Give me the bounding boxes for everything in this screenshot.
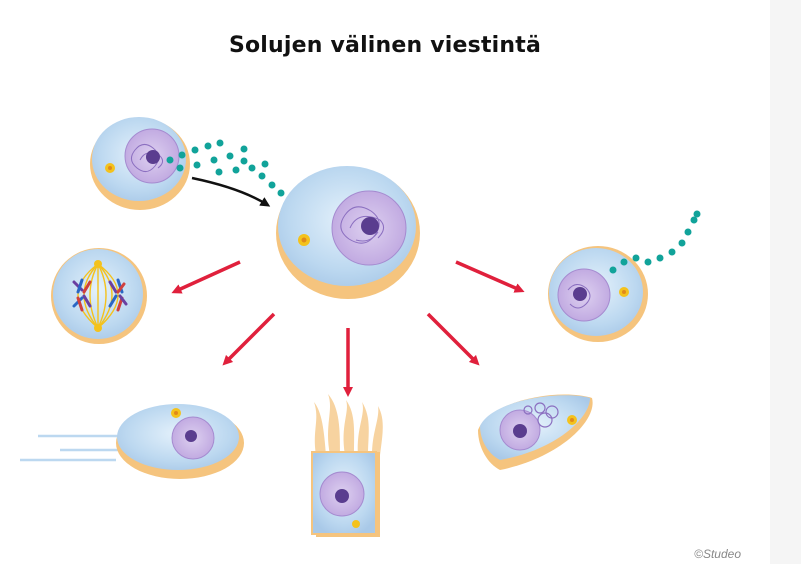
arrow-to-apoptosis xyxy=(426,312,480,366)
signal-arrow xyxy=(191,176,271,207)
copyright-text: ©Studeo xyxy=(694,547,741,561)
migrating-cell-icon xyxy=(20,404,244,479)
side-gutter xyxy=(770,0,801,564)
diagram-title: Solujen välinen viestintä xyxy=(228,33,542,58)
cell-signaling-diagram xyxy=(20,117,701,537)
arrow-to-division xyxy=(171,260,241,294)
arrow-to-migrating xyxy=(222,312,276,366)
target-cell-icon xyxy=(276,166,420,299)
signal-molecules xyxy=(166,139,303,205)
growing-cell-icon xyxy=(311,394,383,537)
apoptosis-cell-icon xyxy=(478,394,593,470)
cell-division-icon xyxy=(51,248,147,344)
response-arrows xyxy=(171,260,525,397)
secreting-cell-icon xyxy=(548,210,701,342)
arrow-to-secreting xyxy=(455,260,525,293)
signaling-cell-icon xyxy=(90,117,190,210)
